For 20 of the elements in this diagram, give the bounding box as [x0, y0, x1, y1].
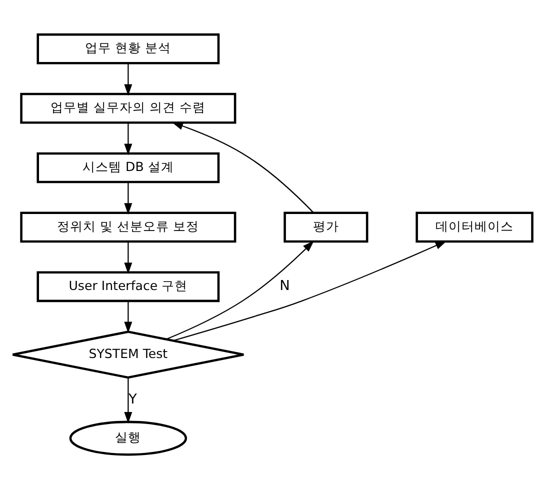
arrow	[124, 300, 132, 333]
node-box: 정위치 및 선분오류 보정	[20, 211, 236, 242]
node-diamond: SYSTEM Test	[12, 330, 245, 378]
node-ellipse: 실행	[69, 420, 188, 456]
node-box: 업무별 실무자의 의견 수렴	[20, 92, 236, 124]
arrow	[172, 122, 314, 213]
arrow	[124, 377, 132, 423]
arrow	[166, 240, 314, 340]
arrow	[124, 122, 132, 155]
node-box: 업무 현황 분석	[36, 32, 220, 64]
edge-label: N	[280, 278, 290, 294]
arrow	[124, 241, 132, 274]
arrow	[173, 240, 447, 341]
arrow	[124, 62, 132, 96]
node-box: 데이터베이스	[416, 211, 534, 242]
node-box: User Interface 구현	[36, 270, 220, 302]
edge-label: Y	[128, 390, 137, 407]
arrow	[124, 182, 132, 214]
node-box: 평가	[284, 211, 368, 242]
node-box: 시스템 DB 설계	[36, 152, 220, 183]
